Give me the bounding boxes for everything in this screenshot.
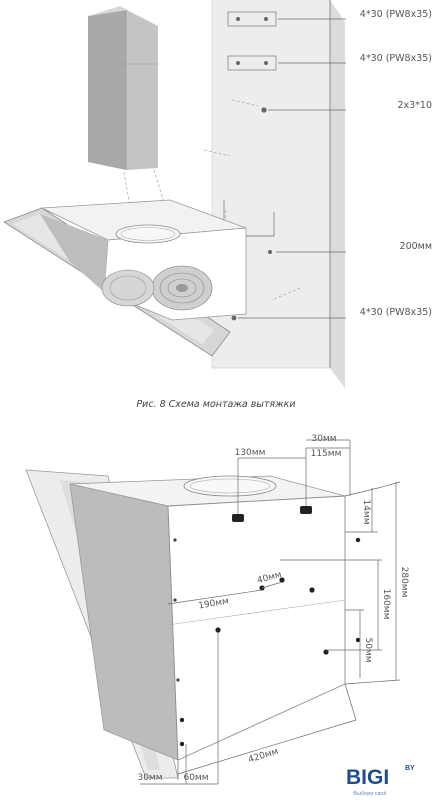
dim-130: 130мм (235, 448, 266, 458)
chimney-cover (88, 6, 158, 170)
figure-mounting-scheme: 4*30 (PW8x35) 4*30 (PW8x35) 2x3*10 200мм… (3, 0, 432, 410)
logo-text: BIGI (346, 766, 389, 789)
screw-2x3 (261, 107, 267, 113)
figure-caption: Рис. 8 Схема монтажа вытяжки (136, 399, 295, 410)
logo-tagline: Выбери своё (353, 791, 386, 797)
label-chimney-diameter: 200мм (400, 241, 432, 252)
dim-30-bottom: 30мм (137, 773, 162, 783)
leader-lines (231, 18, 346, 319)
label-screw-top: 4*30 (PW8x35) (360, 9, 432, 20)
wall (211, 0, 345, 388)
dim-420: 420мм (247, 747, 279, 766)
wall-bracket-top (227, 11, 277, 27)
dim-30-top: 30мм (311, 434, 336, 444)
bigi-logo: BIGI BY Выбери своё (346, 765, 415, 797)
dim-60: 60мм (183, 773, 208, 783)
hood-body (3, 199, 247, 357)
label-screw-small: 2x3*10 (397, 100, 432, 111)
wall-bracket-middle (227, 55, 277, 71)
label-screw-middle: 4*30 (PW8x35) (360, 53, 432, 64)
hood-box (69, 475, 346, 761)
dimension-lines (140, 439, 401, 785)
dim-160: 160мм (381, 589, 391, 620)
logo-suffix: BY (405, 765, 415, 772)
screw-bottom (231, 315, 237, 321)
figure-dimensions: 130мм 30мм 115мм 14мм 280мм 40мм 190мм 1… (25, 434, 409, 785)
label-screw-bottom: 4*30 (PW8x35) (360, 307, 432, 318)
dim-280: 280мм (399, 567, 409, 598)
dim-14: 14мм (361, 499, 371, 524)
dim-50: 50мм (363, 637, 373, 662)
dim-115: 115мм (311, 449, 342, 459)
